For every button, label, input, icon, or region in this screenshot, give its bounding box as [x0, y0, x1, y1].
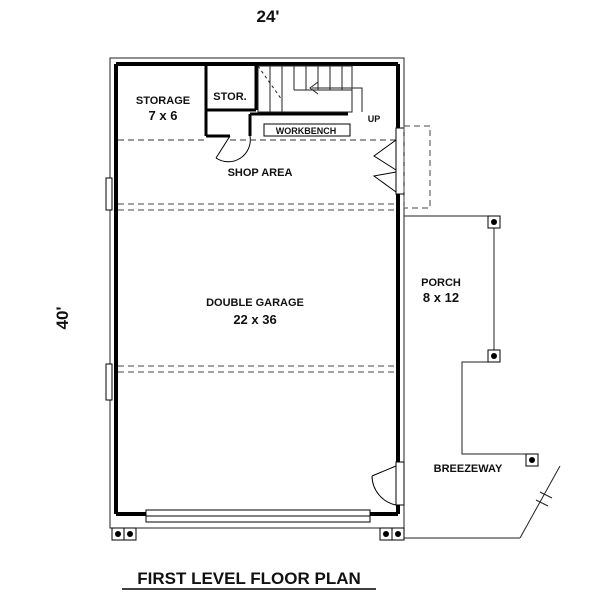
bottom-posts [111, 527, 405, 541]
porch-outline [404, 215, 526, 455]
stor-label: STOR. [213, 91, 246, 103]
breezeway-outline [404, 465, 561, 539]
stairs [257, 65, 363, 113]
breezeway-label: BREEZEWAY [434, 463, 503, 475]
storage-size: 7 x 6 [149, 108, 178, 123]
outer-wall-outline [109, 57, 405, 529]
storage-door [215, 135, 251, 163]
garage-size: 22 x 36 [233, 312, 276, 327]
workbench [263, 123, 351, 137]
exterior-walls [114, 62, 400, 516]
garage-label: DOUBLE GARAGE [206, 297, 304, 309]
left-window-upper [105, 177, 113, 211]
workbench-label: WORKBENCH [276, 126, 337, 136]
garage-door [145, 509, 371, 523]
width-dimension: 24' [257, 7, 280, 26]
storage-label: STORAGE [136, 95, 190, 107]
plan-title: FIRST LEVEL FLOOR PLAN [137, 569, 361, 588]
left-window-lower [105, 363, 113, 401]
garage-side-door [371, 461, 405, 506]
porch-label: PORCH [421, 277, 461, 289]
porch-size: 8 x 12 [423, 290, 459, 305]
shop-side-door [372, 127, 405, 195]
shop-area-dividers [118, 203, 396, 373]
entry-landing [403, 125, 431, 209]
depth-dimension: 40' [53, 307, 72, 330]
up-label: UP [368, 114, 381, 124]
shop-area-label: SHOP AREA [228, 167, 293, 179]
storage-walls [204, 64, 348, 138]
